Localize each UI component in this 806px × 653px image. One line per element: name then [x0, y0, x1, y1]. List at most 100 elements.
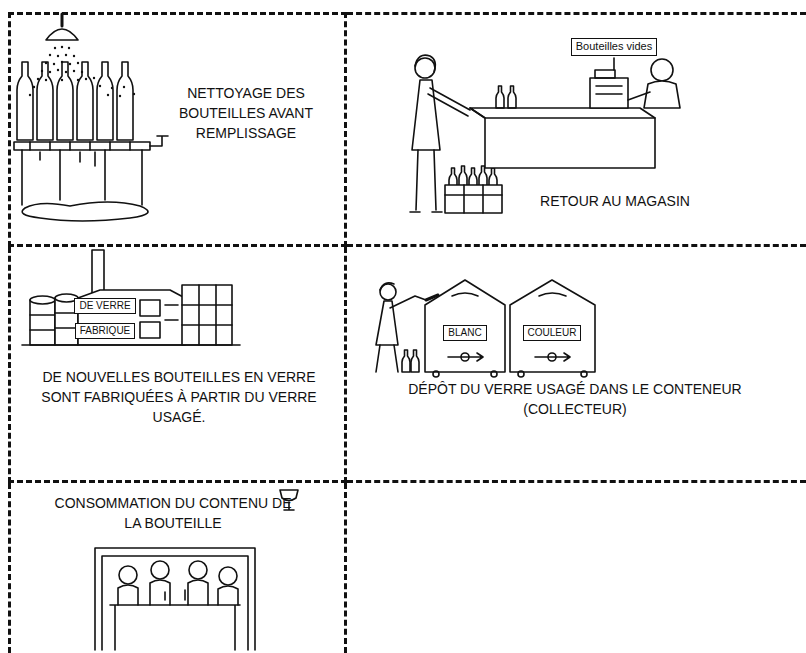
woman-customer-part	[415, 58, 435, 78]
glass-container-part	[518, 371, 524, 377]
sign-label: Bouteilles vides	[571, 38, 657, 55]
cash-register-part	[613, 58, 615, 70]
washing-table	[14, 136, 168, 221]
glass-factory-part	[30, 315, 55, 330]
shower-head-part	[61, 14, 64, 26]
bottles-row-part	[117, 62, 133, 140]
woman-depositing-part	[390, 296, 426, 308]
water-spray-part	[77, 62, 79, 64]
water-spray-part	[61, 79, 63, 81]
panel-caption: DÉPÔT DU VERRE USAGÉ DANS LE CONTENEUR (…	[355, 379, 795, 419]
sign-label: BLANC	[443, 325, 486, 341]
water-spray-part	[57, 69, 59, 71]
washing-table-part	[40, 152, 95, 166]
glass-container-part	[425, 280, 505, 372]
water-spray-part	[85, 78, 87, 80]
washing-table-part	[30, 142, 130, 150]
sign-label: DE VERRE	[74, 298, 135, 314]
panel-caption: CONSOMMATION DU CONTENU DE LA BOUTEILLE	[48, 493, 298, 533]
restaurant-scene-part	[95, 548, 255, 650]
bottle-crate-part	[445, 185, 502, 213]
water-spray-part	[65, 71, 67, 73]
cashier	[628, 59, 680, 108]
glass-container-part	[581, 371, 587, 377]
water-spray-part	[107, 94, 109, 96]
panel-caption: DE NOUVELLES BOUTEILLES EN VERRE SONT FA…	[39, 367, 319, 427]
water-spray-part	[73, 70, 75, 72]
shop-counter-part	[470, 108, 655, 118]
restaurant-scene-part	[218, 586, 238, 605]
sign-text: DE VERRE	[79, 300, 130, 312]
cashier-part	[651, 59, 673, 81]
restaurant-scene-part	[150, 580, 170, 605]
woman-depositing-part	[376, 301, 398, 345]
glass-factory	[22, 250, 240, 345]
water-spray-part	[54, 47, 56, 49]
bottles-row-part	[97, 62, 113, 140]
woman-customer-part	[415, 55, 435, 72]
glass-container-part	[539, 293, 566, 296]
shop-counter-part	[508, 86, 516, 108]
glass-container-part	[535, 353, 570, 361]
water-spray-part	[73, 55, 75, 57]
water-spray-part	[99, 85, 101, 87]
glass-container-part	[452, 293, 478, 296]
bottles-row	[17, 62, 133, 140]
bottles-row-part	[57, 62, 73, 140]
glass-container	[510, 280, 595, 377]
glass-container-part	[491, 371, 497, 377]
glass-factory-part	[30, 300, 55, 345]
water-spray-part	[69, 63, 71, 65]
sign-label: FABRIQUE	[75, 323, 136, 339]
cash-register	[590, 58, 628, 108]
glass-container-part	[510, 280, 595, 372]
restaurant-scene-part	[165, 590, 185, 600]
glass-factory-part	[182, 285, 232, 345]
washing-table-part	[14, 142, 150, 150]
restaurant-scene-part	[118, 585, 138, 605]
restaurant-scene-part	[119, 566, 137, 584]
water-spray-part	[68, 47, 70, 49]
glass-container-part	[433, 371, 439, 377]
shop-counter-part	[496, 86, 504, 108]
restaurant-scene-part	[219, 567, 237, 585]
shop-counter-part	[470, 108, 655, 168]
sign-label: COULEUR	[523, 325, 582, 341]
sign-text: Bouteilles vides	[576, 40, 652, 53]
panel-box: RETOUR AU MAGASIN Bouteilles vides	[347, 12, 806, 247]
restaurant-scene	[95, 548, 255, 650]
water-spray-part	[65, 54, 67, 56]
woman-customer-part	[410, 150, 442, 212]
water-spray-part	[119, 95, 121, 97]
restaurant-scene-part	[188, 580, 208, 605]
water-spray-part	[49, 54, 51, 56]
washing-table-part	[22, 150, 142, 205]
bottles-row-part	[37, 62, 53, 140]
panel-box: DE NOUVELLES BOUTEILLES EN VERRE SONT FA…	[8, 247, 347, 483]
bottle-crate	[445, 166, 502, 213]
water-spray-part	[29, 94, 31, 96]
restaurant-scene-part	[110, 605, 240, 650]
water-spray-part	[53, 63, 55, 65]
shower-head-part	[46, 29, 78, 40]
water-spray-part	[93, 77, 95, 79]
panel-caption: RETOUR AU MAGASIN	[515, 191, 715, 211]
woman-customer-part	[428, 88, 470, 116]
woman-depositing-part	[411, 350, 419, 372]
sign-text: FABRIQUE	[80, 325, 131, 337]
woman-depositing-part	[376, 345, 398, 372]
sign-text: COULEUR	[528, 327, 577, 339]
glass-container	[425, 280, 505, 377]
shower-head	[46, 14, 78, 40]
glass-container-part	[448, 353, 483, 361]
water-spray-part	[61, 46, 63, 48]
water-spray-part	[49, 71, 51, 73]
water-spray-part	[57, 55, 59, 57]
water-spray-part	[123, 86, 125, 88]
panel-box: CONSOMMATION DU CONTENU DE LA BOUTEILLE	[8, 483, 347, 653]
washing-table-part	[150, 136, 168, 146]
panel-box: DÉPÔT DU VERRE USAGÉ DANS LE CONTENEUR (…	[347, 247, 806, 483]
washing-table-part	[22, 202, 148, 221]
bottles-row-part	[17, 62, 33, 140]
